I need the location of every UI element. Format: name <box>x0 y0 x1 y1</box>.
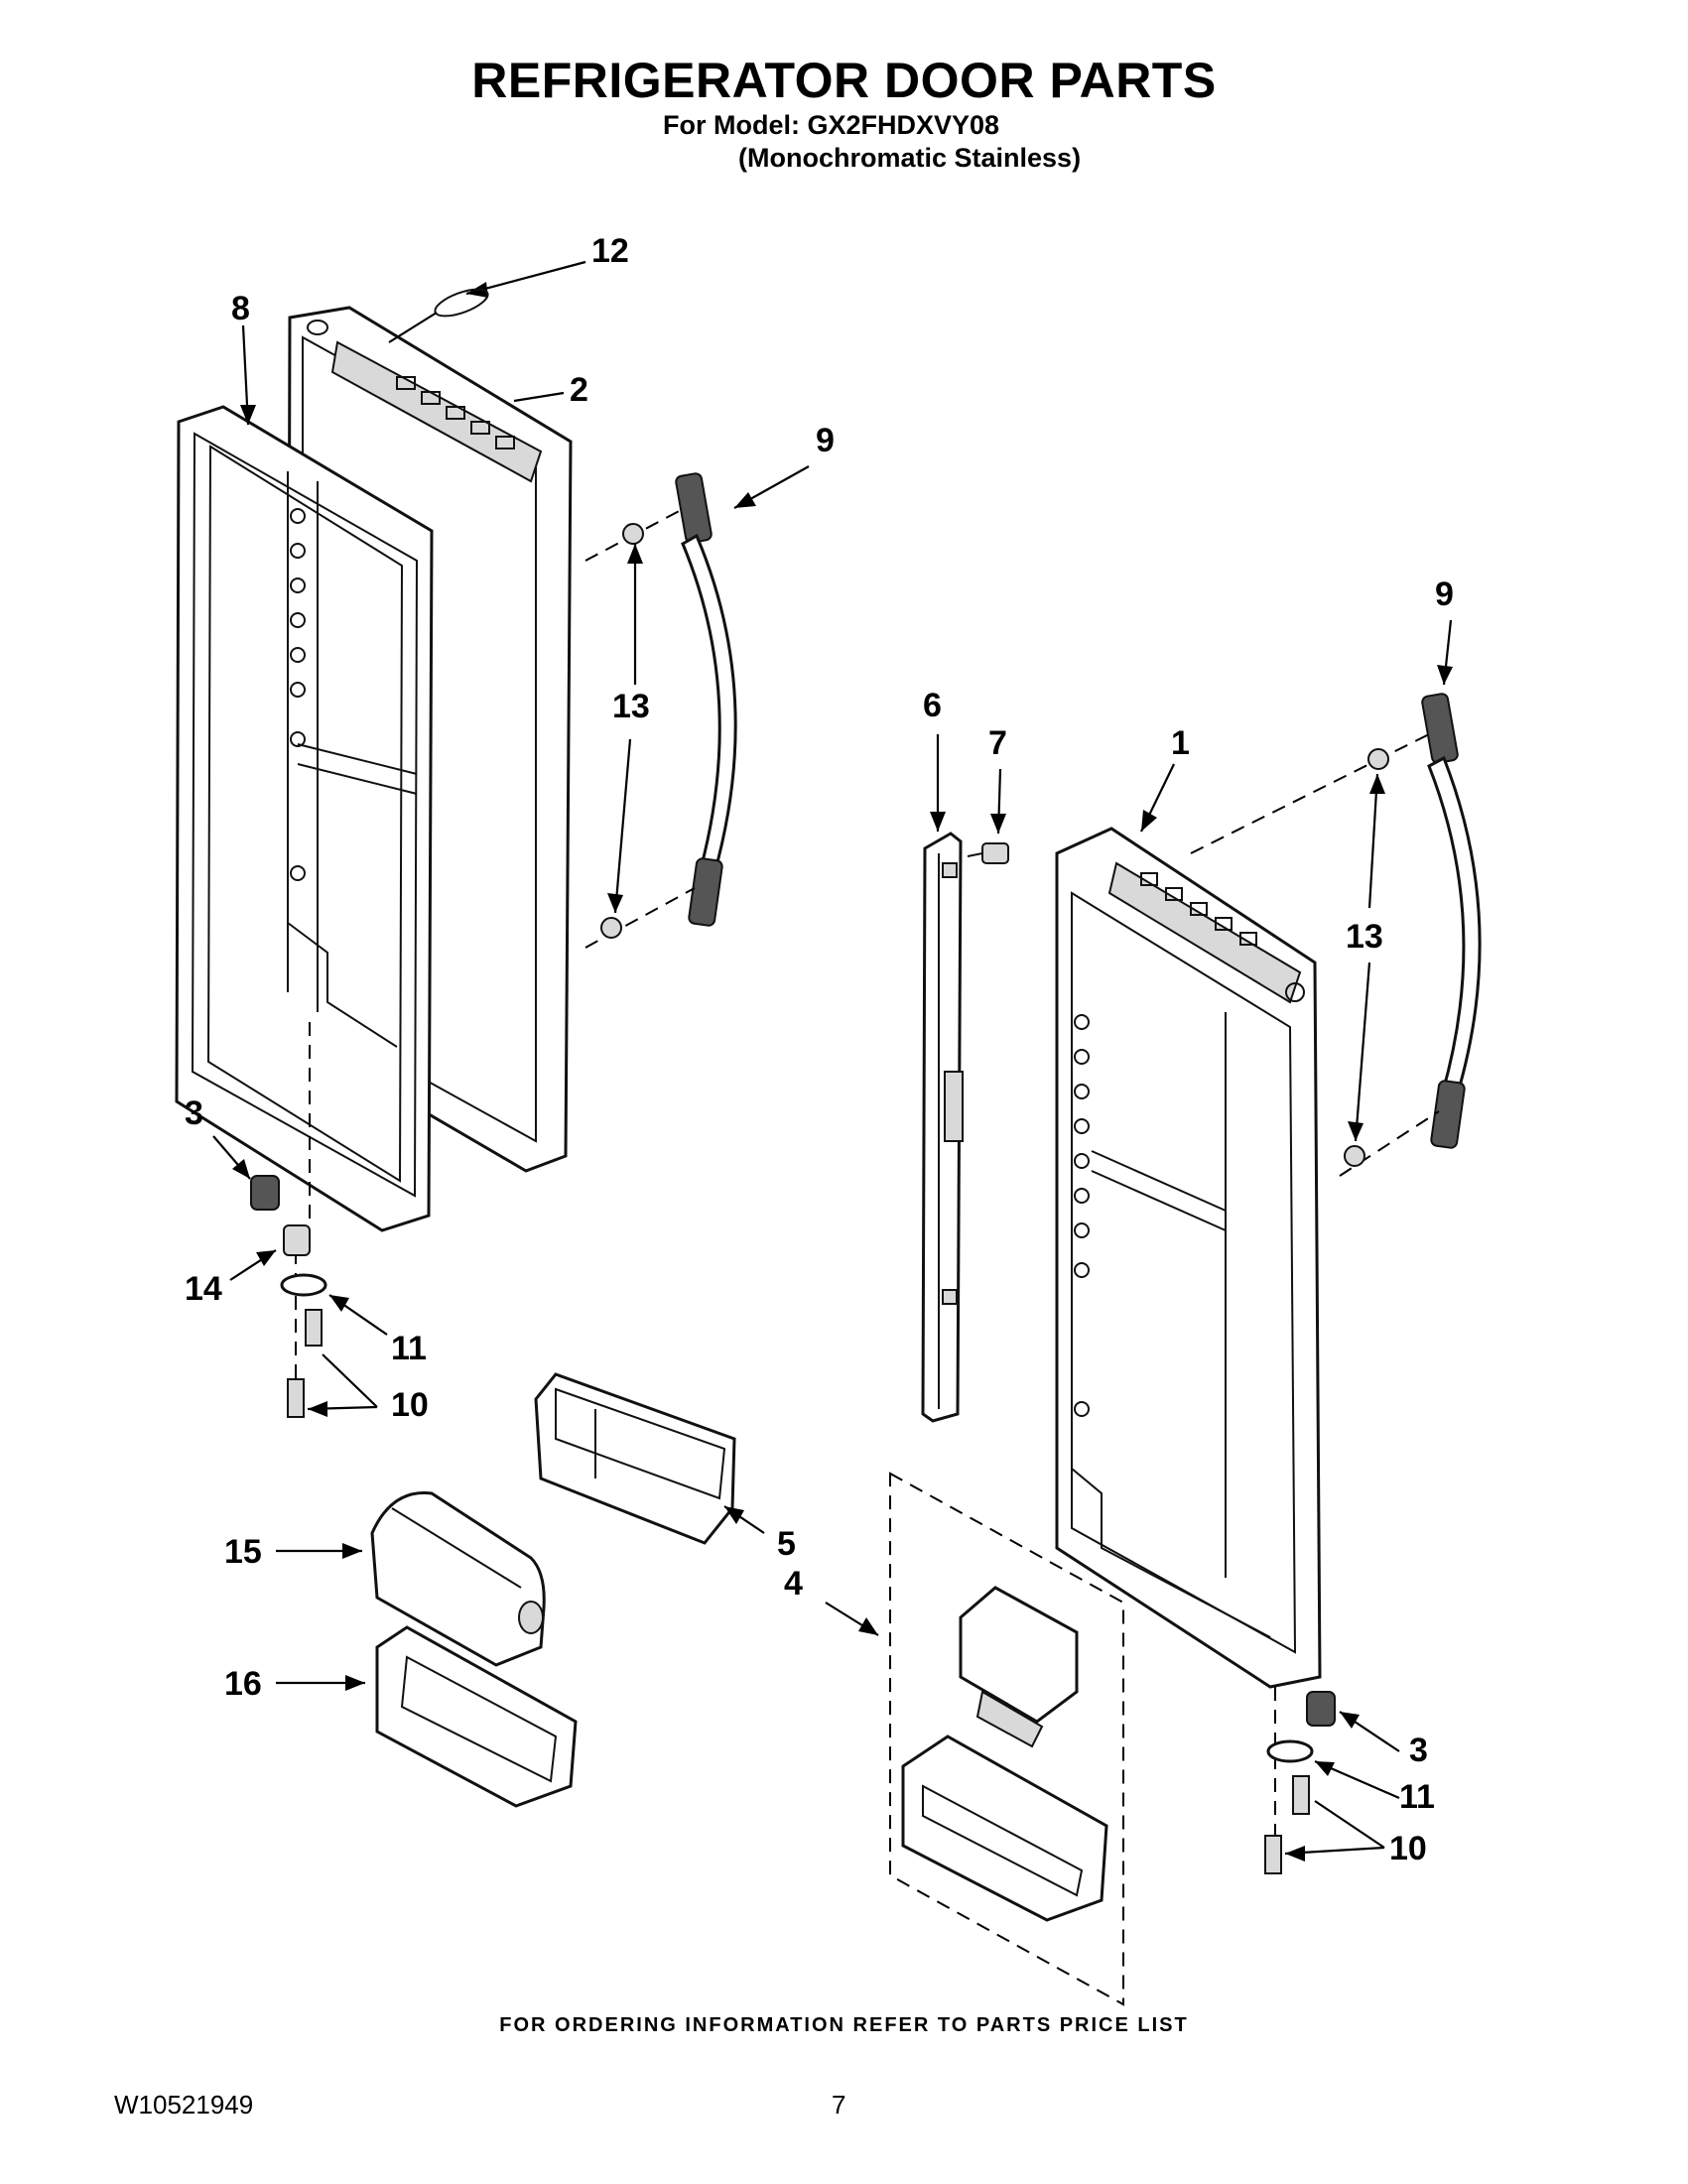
leader-lines <box>212 260 1453 1862</box>
callout-9-right: 9 <box>1435 576 1454 613</box>
callout-2: 2 <box>570 371 588 409</box>
callout-12: 12 <box>591 232 629 270</box>
door-bin <box>534 1372 736 1545</box>
dispenser-kit <box>889 1472 1124 2006</box>
callout-7: 7 <box>988 724 1007 762</box>
callout-11-right: 11 <box>1399 1778 1435 1816</box>
right-door-liner <box>1055 827 1322 1689</box>
chilled-bin-bracket <box>375 1625 578 1808</box>
callout-15: 15 <box>224 1533 262 1571</box>
callout-10-right: 10 <box>1389 1830 1427 1867</box>
document-id: W10521949 <box>114 2090 254 2120</box>
model-line: For Model: GX2FHDXVY08 <box>663 110 1000 140</box>
callout-13-left: 13 <box>612 688 650 725</box>
callout-4: 4 <box>784 1565 803 1603</box>
callout-14: 14 <box>185 1270 222 1308</box>
variant-line: (Monochromatic Stainless) <box>738 143 1082 173</box>
callout-6: 6 <box>923 687 942 724</box>
callout-10-left: 10 <box>391 1386 429 1424</box>
left-hinge-hardware <box>250 1022 327 1418</box>
callout-3-right: 3 <box>1409 1732 1428 1769</box>
right-door-handle <box>1190 693 1482 1177</box>
chilled-bin-cover <box>370 1491 546 1667</box>
callout-9-left: 9 <box>816 422 835 459</box>
callout-5: 5 <box>777 1525 796 1563</box>
left-door-handle <box>584 472 737 949</box>
callout-11-left: 11 <box>391 1330 427 1367</box>
callout-1: 1 <box>1171 724 1190 762</box>
mullion-screw <box>967 842 1009 864</box>
callout-8: 8 <box>231 290 250 327</box>
page-title: REFRIGERATOR DOOR PARTS <box>471 53 1217 108</box>
callout-16: 16 <box>224 1665 262 1703</box>
left-door-gasket <box>175 405 434 1232</box>
model-subtitle: For Model: GX2FHDXVY08 (Monochromatic St… <box>663 109 1081 175</box>
page-number: 7 <box>832 2090 846 2120</box>
center-mullion <box>921 832 964 1423</box>
right-hinge-hardware <box>1264 1687 1336 1874</box>
callout-3-left: 3 <box>185 1094 203 1132</box>
ordering-note: FOR ORDERING INFORMATION REFER TO PARTS … <box>499 2014 1189 2036</box>
callout-13-right: 13 <box>1346 918 1383 956</box>
